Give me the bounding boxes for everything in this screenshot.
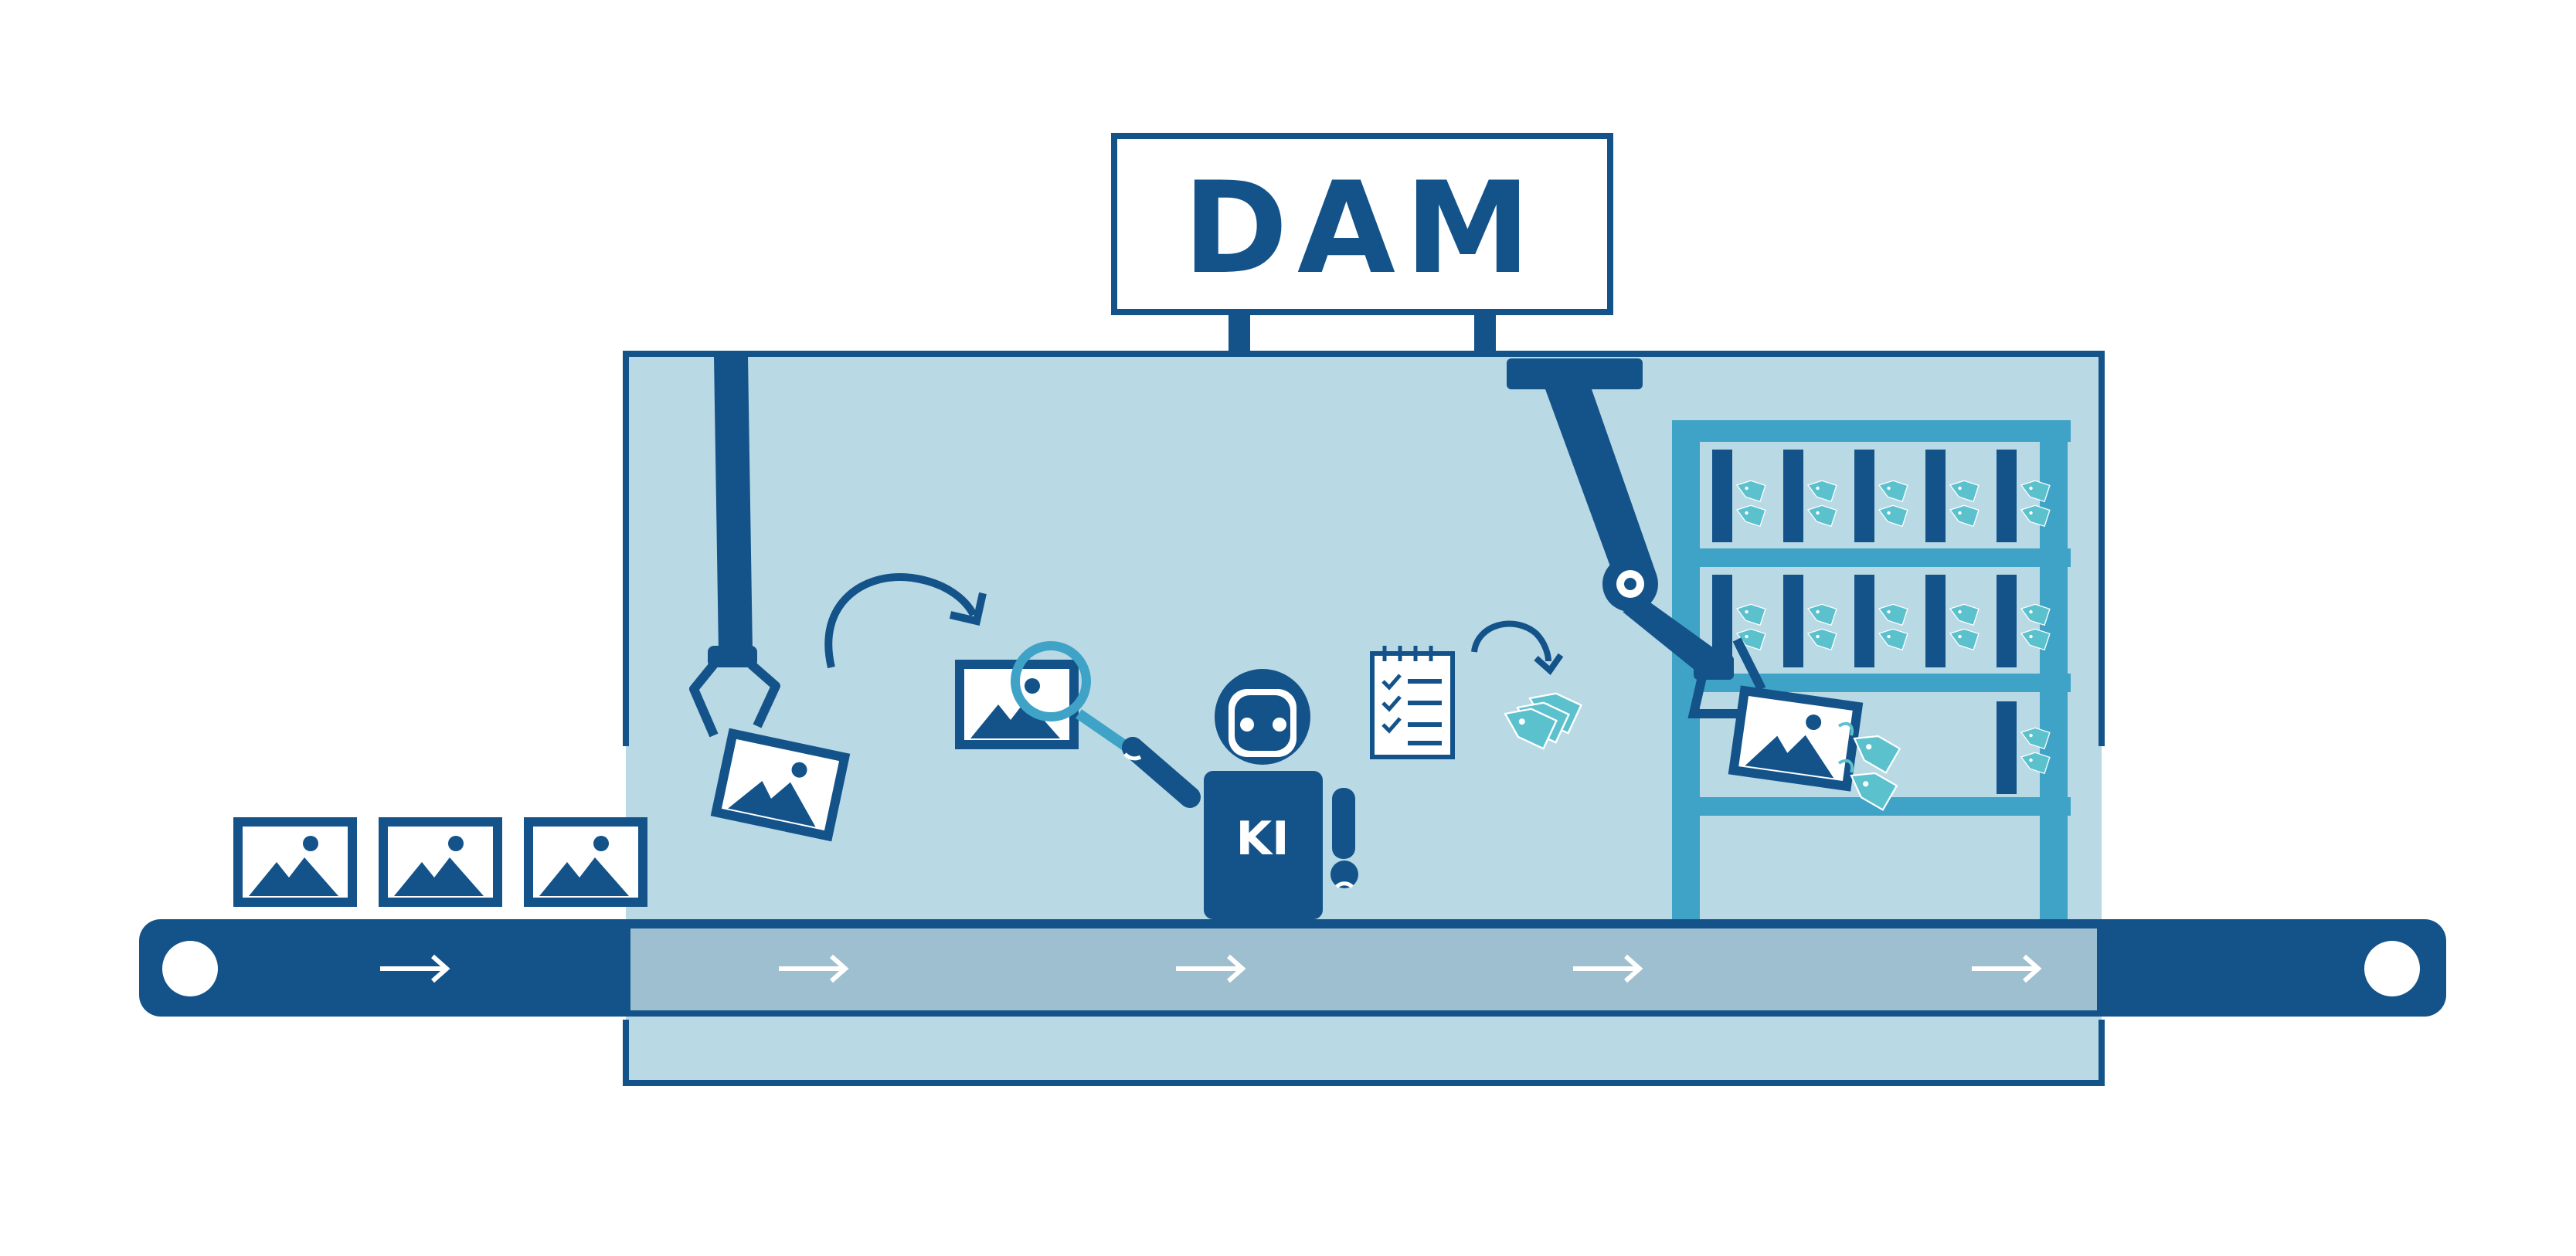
dam-sign: DAM [1111, 133, 1613, 355]
checklist-icon [1370, 646, 1455, 759]
image-icon [233, 817, 357, 907]
tagging-arrow [1471, 620, 1564, 675]
conveyor-belt [139, 919, 2446, 1017]
image-icon [524, 817, 647, 907]
belt-roller-left [162, 941, 218, 996]
transfer-arrow [824, 573, 987, 669]
incoming-images [233, 817, 647, 907]
asset-shelf [1672, 420, 2071, 919]
ki-robot: KI [1122, 669, 1358, 919]
belt-roller-right [2364, 941, 2420, 996]
right-robot-arm [1507, 358, 1901, 811]
magnifier-icon [1011, 641, 1131, 752]
robot-label: KI [1236, 812, 1290, 866]
image-icon [379, 817, 502, 907]
left-gripper-arm [689, 357, 851, 842]
image-icon [1728, 685, 1864, 792]
dam-sign-title: DAM [1183, 154, 1540, 302]
